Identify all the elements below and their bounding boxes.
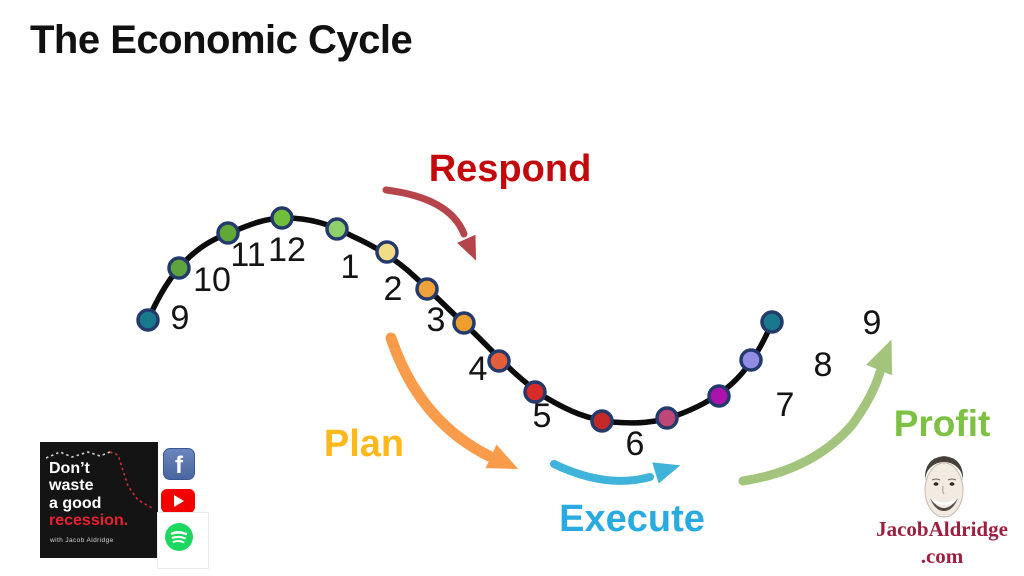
clock-number: 9 [171,299,190,337]
respond-arrow [382,186,477,261]
clock-number: 1 [341,248,360,286]
cycle-dot [136,308,160,332]
youtube-icon[interactable] [161,489,195,513]
podcast-title-line: waste [49,477,94,495]
podcast-title-accent-line: recession. [49,512,129,530]
podcast-title: Don’t waste a good recession. [49,460,128,530]
profit-label: Profit [893,403,991,444]
plan-arrow [385,332,519,470]
clock-number: 10 [193,261,231,299]
respond-label: Respond [428,148,592,190]
clock-number: 6 [626,425,645,463]
cycle-dot [270,206,294,230]
cycle-dot [167,256,191,280]
cycle-dot [707,384,731,408]
cycle-dot [739,348,763,372]
podcast-title-line: a good [49,494,102,512]
spotify-icon[interactable] [164,522,194,552]
podcast-logo: Don’t waste a good recession. with Jacob… [40,442,158,558]
clock-number: 11 [230,236,265,274]
execute-label: Execute [559,498,705,540]
facebook-glyph: f [175,452,183,479]
cycle-dots [136,206,784,433]
website-line1: JacobAldridge [876,517,1008,541]
clock-number: 12 [268,231,306,269]
cycle-dot [325,217,349,241]
clock-number: 4 [469,350,488,388]
clock-number: 9 [863,304,882,342]
cycle-dot [415,277,439,301]
podcast-byline: with Jacob Aldridge [50,537,114,544]
clock-number: 3 [427,301,446,339]
cycle-dot [216,221,240,245]
cycle-dot [655,406,679,430]
facebook-icon[interactable]: f [163,448,195,480]
page-title: The Economic Cycle [30,18,413,62]
website-url: JacobAldridge .com [862,516,1022,571]
stock-chart-decoration [45,451,153,509]
play-icon [174,495,184,507]
cycle-dot [375,240,399,264]
cycle-dot [590,409,614,433]
cycle-dot [523,380,547,404]
clock-number: 2 [384,270,403,308]
website-line2: .com [920,544,964,569]
cycle-dot [487,349,511,373]
cycle-dot [452,311,476,335]
clock-number: 5 [533,397,552,435]
cycle-dot [760,310,784,334]
clock-number: 8 [814,346,833,384]
execute-arrow [550,460,681,485]
jacob-aldridge-portrait [924,456,964,518]
profit-arrow [738,339,893,486]
plan-label: Plan [323,423,405,465]
clock-number: 7 [776,386,795,424]
podcast-title-line: Don’t [49,460,90,477]
